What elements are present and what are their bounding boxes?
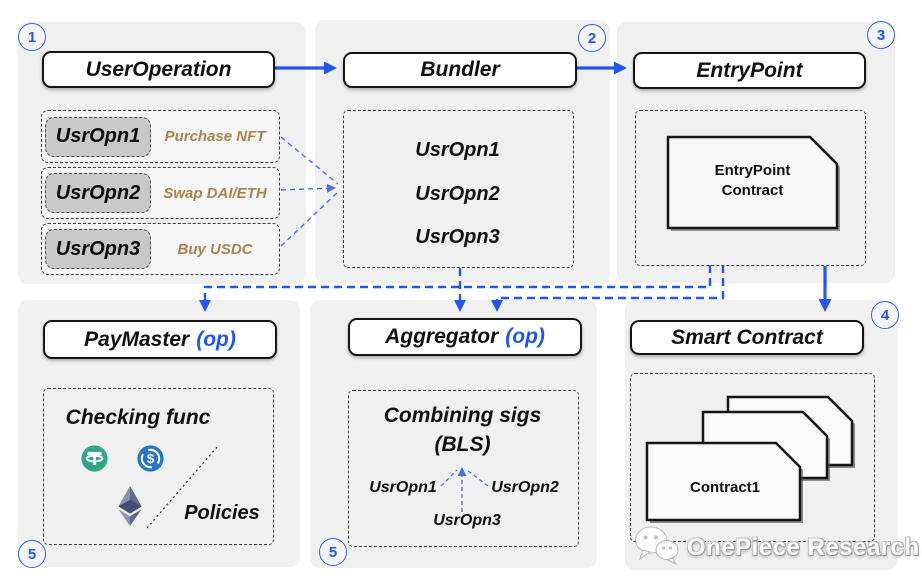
step-1-number: 1 — [27, 28, 37, 46]
paymaster-optional-tag: (op) — [196, 327, 236, 351]
bundler-pool — [343, 110, 574, 268]
userop-desc-3: Buy USDC — [177, 240, 253, 258]
aggregator-heading-line2: (BLS) — [434, 433, 491, 456]
aggregator-heading-line1: Combining sigs — [383, 404, 542, 427]
userop-chip-1: UsrOpn1 — [45, 116, 151, 157]
userop-chip-2-label: UsrOpn2 — [55, 181, 141, 204]
aggregator-item-3: UsrOpn3 — [433, 512, 501, 529]
paymaster-heading: Checking func — [65, 406, 211, 429]
useroperation-title: UserOperation — [85, 57, 232, 81]
smart-contract-box: Smart Contract — [630, 320, 864, 355]
wechat-icon — [634, 524, 680, 571]
step-1-badge: 1 — [18, 23, 46, 51]
userop-desc-2: Swap DAI/ETH — [163, 184, 267, 202]
aggregator-container — [348, 390, 579, 547]
smart-contract-title: Smart Contract — [671, 325, 823, 349]
entrypoint-title: EntryPoint — [696, 58, 803, 82]
aggregator-item-2: UsrOpn2 — [491, 479, 559, 496]
contract1-label: Contract1 — [689, 479, 760, 496]
entrypoint-box: EntryPoint — [633, 52, 866, 89]
userop-chip-2: UsrOpn2 — [45, 173, 151, 213]
useroperation-box: UserOperation — [42, 51, 275, 88]
watermark-brand: OnePiece Research — [687, 533, 920, 561]
step-4-badge: 4 — [871, 301, 899, 329]
usdc-icon: $ — [137, 445, 164, 477]
entrypoint-container — [635, 110, 866, 266]
userop-desc-1: Purchase NFT — [164, 128, 266, 145]
bundler-item-3: UsrOpn3 — [415, 226, 500, 249]
aggregator-title: Aggregator — [385, 325, 499, 348]
userop-row-3: UsrOpn3 Buy USDC — [41, 223, 280, 275]
userop-chip-1-label: UsrOpn1 — [55, 125, 141, 147]
tether-icon — [81, 445, 108, 477]
aggregator-item-1: UsrOpn1 — [369, 479, 437, 496]
step-5-badge-paymaster: 5 — [18, 540, 46, 568]
ethereum-icon — [117, 486, 143, 531]
step-2-number: 2 — [587, 29, 597, 47]
svg-text:$: $ — [147, 451, 155, 466]
bundler-title: Bundler — [420, 58, 500, 81]
paymaster-box: PayMaster (op) — [43, 320, 277, 359]
bundler-box: Bundler — [343, 52, 577, 88]
entrypoint-contract-label: EntryPoint Contract — [668, 161, 837, 201]
userop-chip-3: UsrOpn3 — [45, 229, 151, 269]
userop-row-1: UsrOpn1 Purchase NFT — [41, 110, 280, 163]
paymaster-title: PayMaster — [84, 327, 190, 351]
bundler-item-1: UsrOpn1 — [415, 138, 500, 161]
entrypoint-contract-label-line1: EntryPoint — [714, 162, 791, 179]
userop-row-2: UsrOpn2 Swap DAI/ETH — [41, 167, 280, 219]
bundler-pool-list: UsrOpn1 UsrOpn2 UsrOpn3 — [343, 112, 572, 276]
step-5-number-aggregator: 5 — [328, 543, 338, 561]
step-3-badge: 3 — [867, 21, 895, 49]
bundler-item-2: UsrOpn2 — [415, 182, 500, 205]
step-5-number-paymaster: 5 — [27, 545, 37, 563]
entrypoint-contract-label-line2: Contract — [721, 182, 784, 199]
userop-chip-3-label: UsrOpn3 — [55, 237, 141, 260]
step-3-number: 3 — [876, 26, 886, 44]
step-2-badge: 2 — [578, 24, 606, 52]
paymaster-policies-label: Policies — [184, 502, 260, 524]
step-5-badge-aggregator: 5 — [319, 538, 347, 566]
smart-contract-container — [630, 373, 875, 542]
step-4-number: 4 — [880, 306, 890, 324]
aggregator-optional-tag: (op) — [505, 325, 545, 348]
paymaster-container — [43, 388, 274, 545]
watermark: OnePiece Research — [634, 524, 920, 571]
aggregator-box: Aggregator (op) — [348, 318, 582, 356]
